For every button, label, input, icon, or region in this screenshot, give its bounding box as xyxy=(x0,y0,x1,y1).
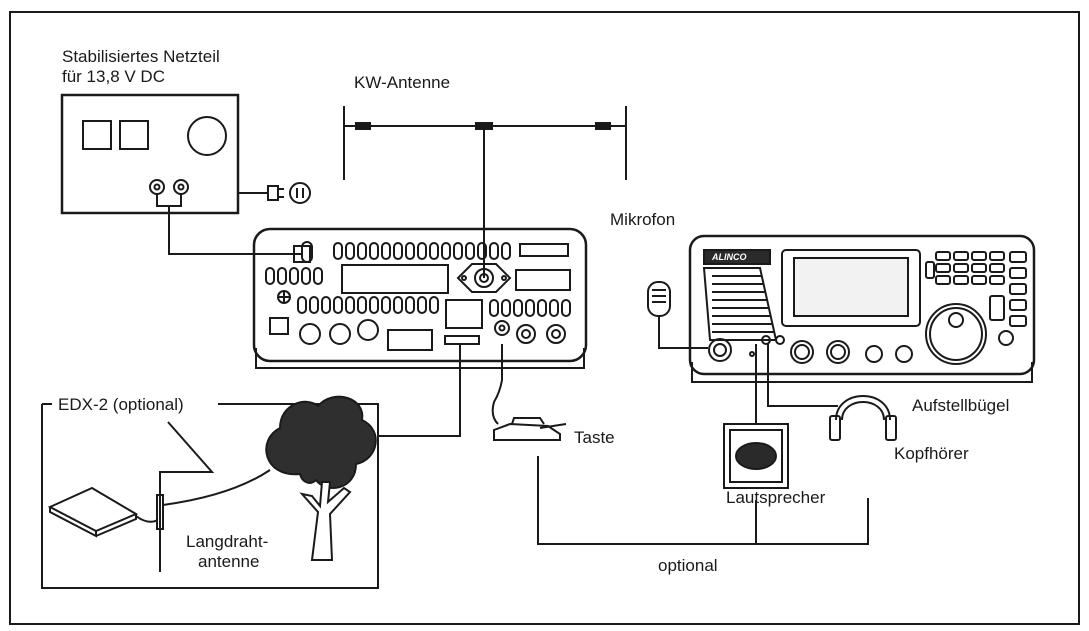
dc-connector xyxy=(293,245,311,263)
label-longwire-line1: Langdraht- xyxy=(186,532,269,551)
dc-cable xyxy=(168,206,302,255)
radio-brand-logo: ALINCO xyxy=(712,252,747,262)
label-headphones: Kopfhörer xyxy=(894,444,969,463)
label-optional: optional xyxy=(658,556,718,575)
label-microphone: Mikrofon xyxy=(610,210,676,229)
power-supply xyxy=(60,93,240,215)
speaker xyxy=(723,423,789,489)
morse-key xyxy=(491,344,567,441)
headphones xyxy=(829,395,897,441)
label-morse-key: Taste xyxy=(574,428,615,447)
longwire xyxy=(162,469,271,506)
edx2-tuner xyxy=(47,486,164,538)
kw-antenna xyxy=(343,106,627,278)
optional-bracket xyxy=(537,456,869,545)
label-kw-antenna: KW-Antenne xyxy=(354,73,451,92)
longwire-antenna xyxy=(159,421,215,572)
tree xyxy=(265,395,377,561)
outer-frame xyxy=(9,11,1080,625)
transceiver-rear xyxy=(252,227,588,369)
mains-plug xyxy=(238,182,311,204)
label-power-supply-line1: Stabilisiertes Netzteil xyxy=(62,47,220,66)
label-edx2: EDX-2 (optional) xyxy=(52,395,190,414)
headphone-cable xyxy=(767,344,838,407)
label-power-supply-line2: für 13,8 V DC xyxy=(62,67,165,86)
label-longwire-line2: antenne xyxy=(198,552,260,571)
edx2-control-cable xyxy=(378,344,461,437)
label-stand: Aufstellbügel xyxy=(912,396,1010,415)
label-speaker: Lautsprecher xyxy=(726,488,826,507)
transceiver-front xyxy=(688,234,1036,383)
microphone xyxy=(647,281,708,349)
